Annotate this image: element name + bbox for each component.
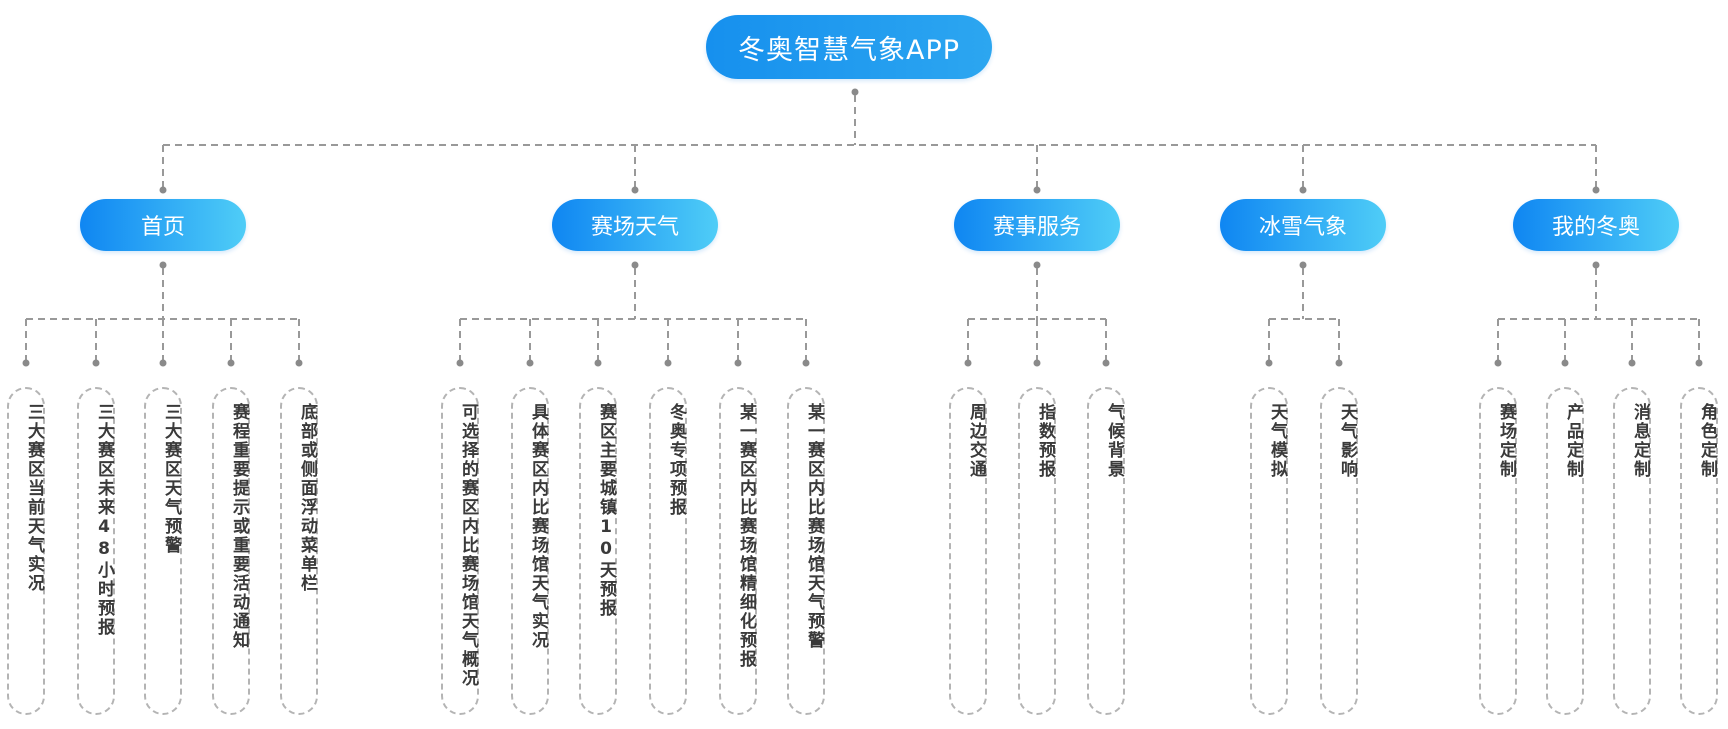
leaf-label: 角色定制 (1697, 403, 1717, 479)
leaf-top-dot (526, 359, 534, 367)
category-node: 冰雪气象 (1220, 199, 1386, 251)
leaf-label: 赛区主要城镇10天预报 (596, 403, 616, 618)
leaf-label: 底部或侧面浮动菜单栏 (297, 403, 317, 593)
leaf-label: 产品定制 (1563, 403, 1583, 479)
leaf-label: 三大赛区未来48小时预报 (94, 403, 114, 637)
category-node: 首页 (80, 199, 246, 251)
leaf-label: 天气影响 (1337, 403, 1357, 479)
leaf-node: 周边交通 (949, 387, 987, 715)
leaf-label: 消息定制 (1630, 403, 1650, 479)
leaf-label: 天气模拟 (1267, 403, 1287, 479)
category-label: 赛事服务 (992, 215, 1081, 240)
leaf-node: 天气影响 (1320, 387, 1358, 715)
leaf-node: 可选择的赛区内比赛场馆天气概况 (441, 387, 479, 715)
leaf-node: 气候背景 (1087, 387, 1125, 715)
category-bottom-dot (631, 261, 639, 269)
leaf-node: 角色定制 (1680, 387, 1718, 715)
leaf-label: 可选择的赛区内比赛场馆天气概况 (458, 403, 478, 688)
category-top-dot (1592, 186, 1600, 194)
category-label: 首页 (140, 215, 185, 240)
category-label: 冰雪气象 (1258, 215, 1347, 240)
leaf-label: 赛程重要提示或重要活动通知 (229, 403, 249, 650)
leaf-top-dot (734, 359, 742, 367)
root-node-label: 冬奥智慧气象APP (737, 34, 961, 66)
leaf-node: 赛程重要提示或重要活动通知 (212, 387, 250, 715)
leaf-node: 天气模拟 (1250, 387, 1288, 715)
leaf-top-dot (802, 359, 810, 367)
leaf-node: 三大赛区当前天气实况 (7, 387, 45, 715)
leaf-top-dot (227, 359, 235, 367)
category-label: 我的冬奥 (1551, 215, 1640, 240)
leaf-top-dot (964, 359, 972, 367)
leaf-top-dot (1628, 359, 1636, 367)
leaf-label: 某一赛区内比赛场馆天气预警 (804, 403, 824, 650)
leaf-label: 冬奥专项预报 (666, 403, 686, 517)
category-top-dot (1033, 186, 1041, 194)
leaf-top-dot (159, 359, 167, 367)
leaf-node: 产品定制 (1546, 387, 1584, 715)
root-node: 冬奥智慧气象APP (706, 15, 992, 79)
leaf-top-dot (1102, 359, 1110, 367)
leaf-label: 三大赛区当前天气实况 (24, 403, 44, 593)
leaf-node: 冬奥专项预报 (649, 387, 687, 715)
leaf-top-dot (664, 359, 672, 367)
category-top-dot (159, 186, 167, 194)
leaf-top-dot (1695, 359, 1703, 367)
category-bottom-dot (1033, 261, 1041, 269)
leaf-top-dot (456, 359, 464, 367)
category-node: 我的冬奥 (1513, 199, 1679, 251)
category-top-dot (1299, 186, 1307, 194)
leaf-top-dot (1265, 359, 1273, 367)
leaf-label: 气候背景 (1104, 403, 1124, 479)
leaf-top-dot (1335, 359, 1343, 367)
leaf-node: 指数预报 (1018, 387, 1056, 715)
leaf-node: 消息定制 (1613, 387, 1651, 715)
leaf-top-dot (22, 359, 30, 367)
leaf-node: 赛区主要城镇10天预报 (579, 387, 617, 715)
leaf-top-dot (1494, 359, 1502, 367)
leaf-node: 赛场定制 (1479, 387, 1517, 715)
leaf-top-dot (1561, 359, 1569, 367)
leaf-label: 赛场定制 (1496, 403, 1516, 479)
leaf-label: 某一赛区内比赛场馆精细化预报 (736, 403, 756, 669)
category-bottom-dot (1592, 261, 1600, 269)
leaf-node: 某一赛区内比赛场馆精细化预报 (719, 387, 757, 715)
leaf-label: 周边交通 (966, 403, 986, 479)
leaf-label: 指数预报 (1035, 403, 1055, 479)
category-node: 赛场天气 (552, 199, 718, 251)
category-label: 赛场天气 (590, 215, 679, 240)
leaf-node: 底部或侧面浮动菜单栏 (280, 387, 318, 715)
leaf-node: 具体赛区内比赛场馆天气实况 (511, 387, 549, 715)
leaf-top-dot (295, 359, 303, 367)
category-bottom-dot (159, 261, 167, 269)
root-connector-dot (851, 88, 859, 96)
leaf-node: 某一赛区内比赛场馆天气预警 (787, 387, 825, 715)
category-node: 赛事服务 (954, 199, 1120, 251)
leaf-node: 三大赛区天气预警 (144, 387, 182, 715)
category-top-dot (631, 186, 639, 194)
category-bottom-dot (1299, 261, 1307, 269)
leaf-top-dot (92, 359, 100, 367)
leaf-node: 三大赛区未来48小时预报 (77, 387, 115, 715)
leaf-top-dot (594, 359, 602, 367)
leaf-top-dot (1033, 359, 1041, 367)
leaf-label: 具体赛区内比赛场馆天气实况 (528, 403, 548, 650)
leaf-label: 三大赛区天气预警 (161, 403, 181, 555)
